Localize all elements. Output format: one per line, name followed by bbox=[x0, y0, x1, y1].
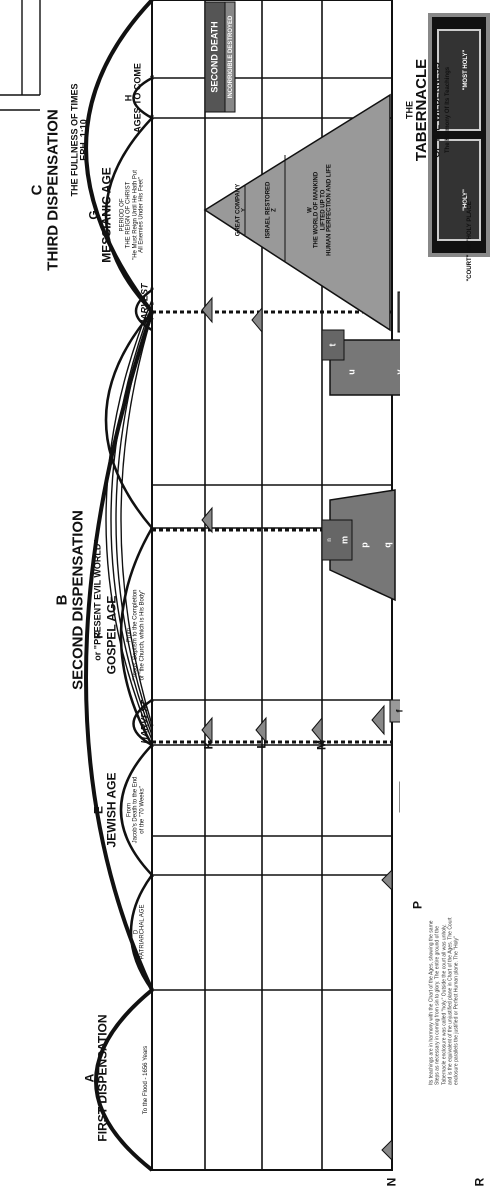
pyramid-world bbox=[203, 93, 391, 332]
tent-l bbox=[255, 716, 267, 744]
svg-text:11: 11 bbox=[150, 75, 156, 80]
plane-p-label: P bbox=[410, 900, 425, 910]
block-s-label: S bbox=[412, 308, 423, 316]
svg-text:10: 10 bbox=[150, 114, 156, 120]
block-n-label: n bbox=[326, 538, 333, 542]
tent-k-upper bbox=[371, 704, 385, 736]
harvest-1: HARVEST bbox=[139, 700, 150, 744]
harvest-2: HARVEST bbox=[139, 283, 150, 327]
svg-text:7: 7 bbox=[150, 317, 156, 320]
tent-k2 bbox=[201, 506, 213, 534]
svg-text:1: 1 bbox=[150, 989, 156, 992]
tent-l2 bbox=[251, 306, 263, 334]
svg-text:3: 3 bbox=[150, 744, 156, 747]
pyramid-d-label: d bbox=[446, 787, 457, 793]
svg-text:2: 2 bbox=[150, 874, 156, 877]
block-m bbox=[321, 519, 353, 561]
svg-text:9: 9 bbox=[150, 287, 156, 290]
block-u-label: u bbox=[346, 369, 357, 375]
pyramid-b-label: b bbox=[444, 1087, 455, 1093]
tabernacle-subtitle: OF THE WILDERNESS bbox=[431, 62, 442, 158]
tent-k bbox=[201, 716, 213, 744]
tent-n1 bbox=[381, 1138, 393, 1162]
tent-k3 bbox=[201, 296, 213, 324]
svg-text:8: 8 bbox=[150, 302, 156, 305]
block-t-label: t bbox=[327, 343, 338, 347]
plane-m-label: M bbox=[314, 740, 329, 750]
second-death-label: SECOND DEATH bbox=[209, 21, 220, 93]
plane-k-label: K bbox=[201, 740, 216, 750]
tent-n2 bbox=[381, 868, 393, 892]
court-label: "COURT" OR "HOLY PLACE" bbox=[466, 198, 473, 282]
plane-l-label: L bbox=[254, 741, 269, 749]
block-e-label: e bbox=[401, 794, 412, 800]
block-f-label: f bbox=[394, 709, 405, 713]
svg-text:5: 5 bbox=[150, 699, 156, 702]
block-t bbox=[321, 329, 345, 361]
block-p-label: p bbox=[359, 542, 370, 548]
block-m-label: m bbox=[339, 535, 350, 545]
tabernacle-legend: Its teachings are in harmony with the Ch… bbox=[428, 917, 460, 1085]
most-holy-label: "MOST HOLY" bbox=[462, 49, 469, 91]
plane-n-label: N bbox=[384, 1177, 399, 1187]
svg-text:6: 6 bbox=[150, 527, 156, 530]
tent-m bbox=[311, 716, 323, 744]
svg-text:4: 4 bbox=[150, 724, 156, 727]
first-dispensation-sub: To the Flood - 1656 Years bbox=[142, 1045, 149, 1115]
plane-r-label: R bbox=[472, 1177, 487, 1187]
tabernacle-subtitle2: The Harmony Of Its Teachings bbox=[444, 66, 451, 154]
block-q-label: q bbox=[382, 542, 393, 548]
incorrigible-label: INCORRIGIBLE DESTROYED bbox=[227, 15, 234, 99]
block-v-label: v bbox=[394, 369, 405, 375]
tabernacle-title: TABERNACLE bbox=[413, 58, 431, 162]
